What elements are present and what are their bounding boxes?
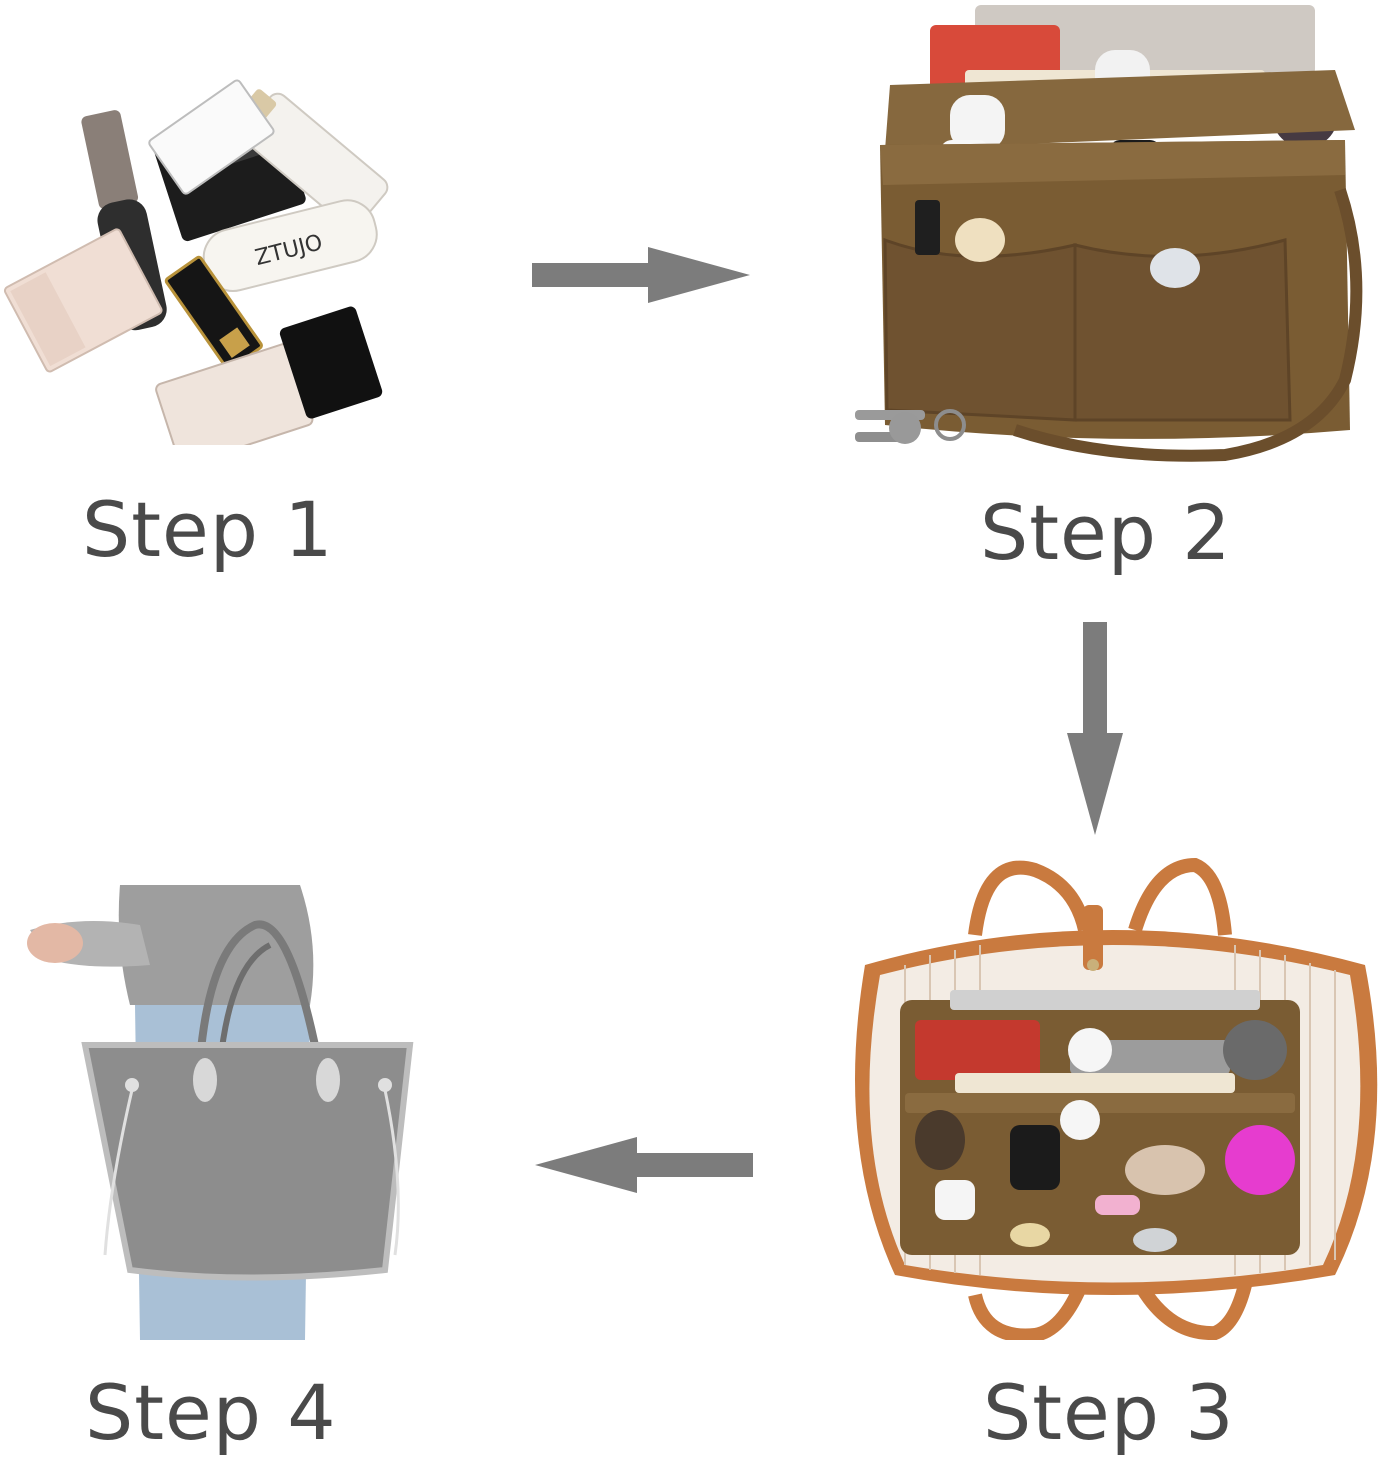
step1-label: Step 1 bbox=[82, 485, 334, 574]
arrow-left-icon bbox=[530, 1135, 755, 1195]
step3-tote-with-organizer-illustration bbox=[835, 855, 1390, 1340]
arrow-down-icon bbox=[1065, 620, 1125, 840]
arrow-right-icon bbox=[530, 245, 755, 305]
step1-cosmetics-illustration: ZTUJO bbox=[0, 35, 420, 445]
step2-label: Step 2 bbox=[980, 488, 1232, 577]
step2-organizer-illustration bbox=[845, 0, 1365, 465]
step4-carried-tote-illustration bbox=[20, 885, 420, 1340]
step3-label: Step 3 bbox=[983, 1368, 1235, 1457]
step4-label: Step 4 bbox=[85, 1368, 337, 1457]
